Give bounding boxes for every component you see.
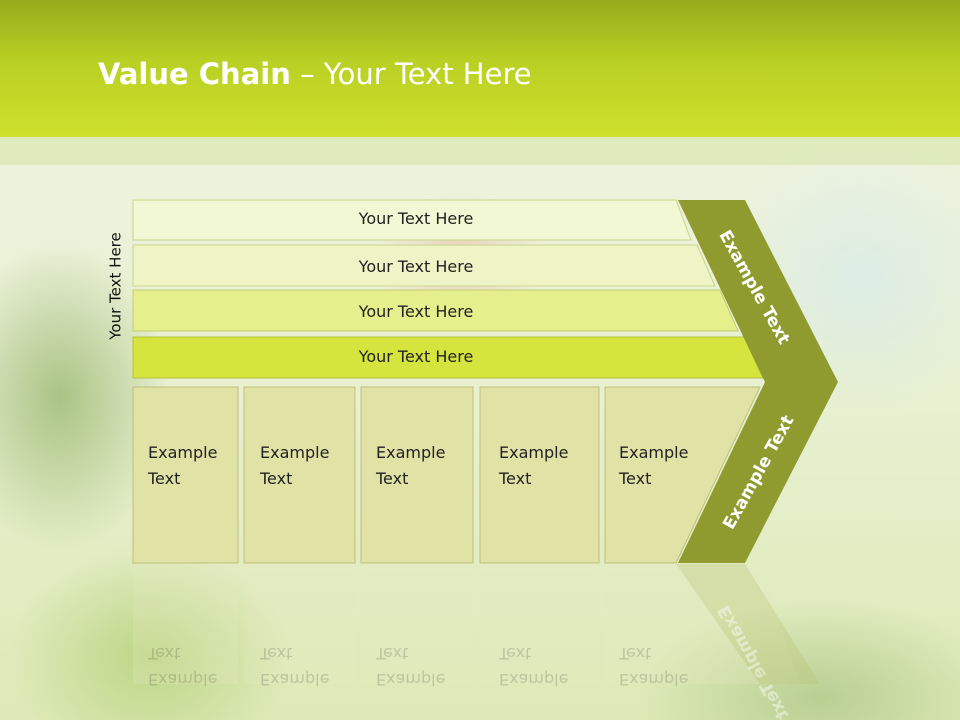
box-2-line2: Text xyxy=(259,469,292,488)
reflection-box-5 xyxy=(605,564,800,684)
row-3 xyxy=(132,289,739,332)
box-5-line2: Text xyxy=(618,469,651,488)
reflection-box-1 xyxy=(133,564,238,684)
chevron-arrow xyxy=(678,200,838,563)
box-3 xyxy=(360,386,474,564)
box-4-line1: Example xyxy=(499,443,568,462)
box-2 xyxy=(243,386,356,564)
reflection-box-4-line2: Text xyxy=(498,644,531,663)
box-group: Example Text Example Text Example Text E… xyxy=(132,386,761,564)
box-4-line2: Text xyxy=(498,469,531,488)
reflection-box-1-line1: Example xyxy=(148,670,217,689)
box-3-line2: Text xyxy=(375,469,408,488)
reflection-chevron xyxy=(676,564,820,684)
row-4-label: Your Text Here xyxy=(358,347,474,366)
row-group: Your Text Here Your Text Here Your Text … xyxy=(132,199,764,379)
reflection-box-2-line2: Text xyxy=(259,644,292,663)
reflection-box-5-line2: Text xyxy=(618,644,651,663)
row-4 xyxy=(132,336,764,379)
reflection-box-4 xyxy=(480,564,599,684)
reflection-box-4-line1: Example xyxy=(499,670,568,689)
reflection-box-2-line1: Example xyxy=(260,670,329,689)
row-1 xyxy=(132,199,692,241)
box-1-line1: Example xyxy=(148,443,217,462)
slide-title: Value Chain – Your Text Here xyxy=(98,52,532,96)
box-1 xyxy=(132,386,239,564)
box-1-line2: Text xyxy=(147,469,180,488)
reflection-box-3 xyxy=(361,564,473,684)
reflection-box-5-line1: Example xyxy=(619,670,688,689)
box-4 xyxy=(479,386,600,564)
title-rest: – Your Text Here xyxy=(290,57,532,91)
box-2-line1: Example xyxy=(260,443,329,462)
row-2-label: Your Text Here xyxy=(358,257,474,276)
row-2 xyxy=(132,244,716,287)
box-5-line1: Example xyxy=(619,443,688,462)
title-bar: Value Chain – Your Text Here xyxy=(0,0,960,137)
box-5 xyxy=(604,386,761,564)
box-3-line1: Example xyxy=(376,443,445,462)
background-band xyxy=(0,137,960,165)
reflection xyxy=(133,564,820,684)
reflection-box-3-line2: Text xyxy=(375,644,408,663)
title-bold: Value Chain xyxy=(98,57,291,91)
reflection-box-2 xyxy=(244,564,355,684)
row-1-label: Your Text Here xyxy=(358,209,474,228)
reflection-box-1-line2: Text xyxy=(147,644,180,663)
row-3-label: Your Text Here xyxy=(358,302,474,321)
reflection-box-3-line1: Example xyxy=(376,670,445,689)
